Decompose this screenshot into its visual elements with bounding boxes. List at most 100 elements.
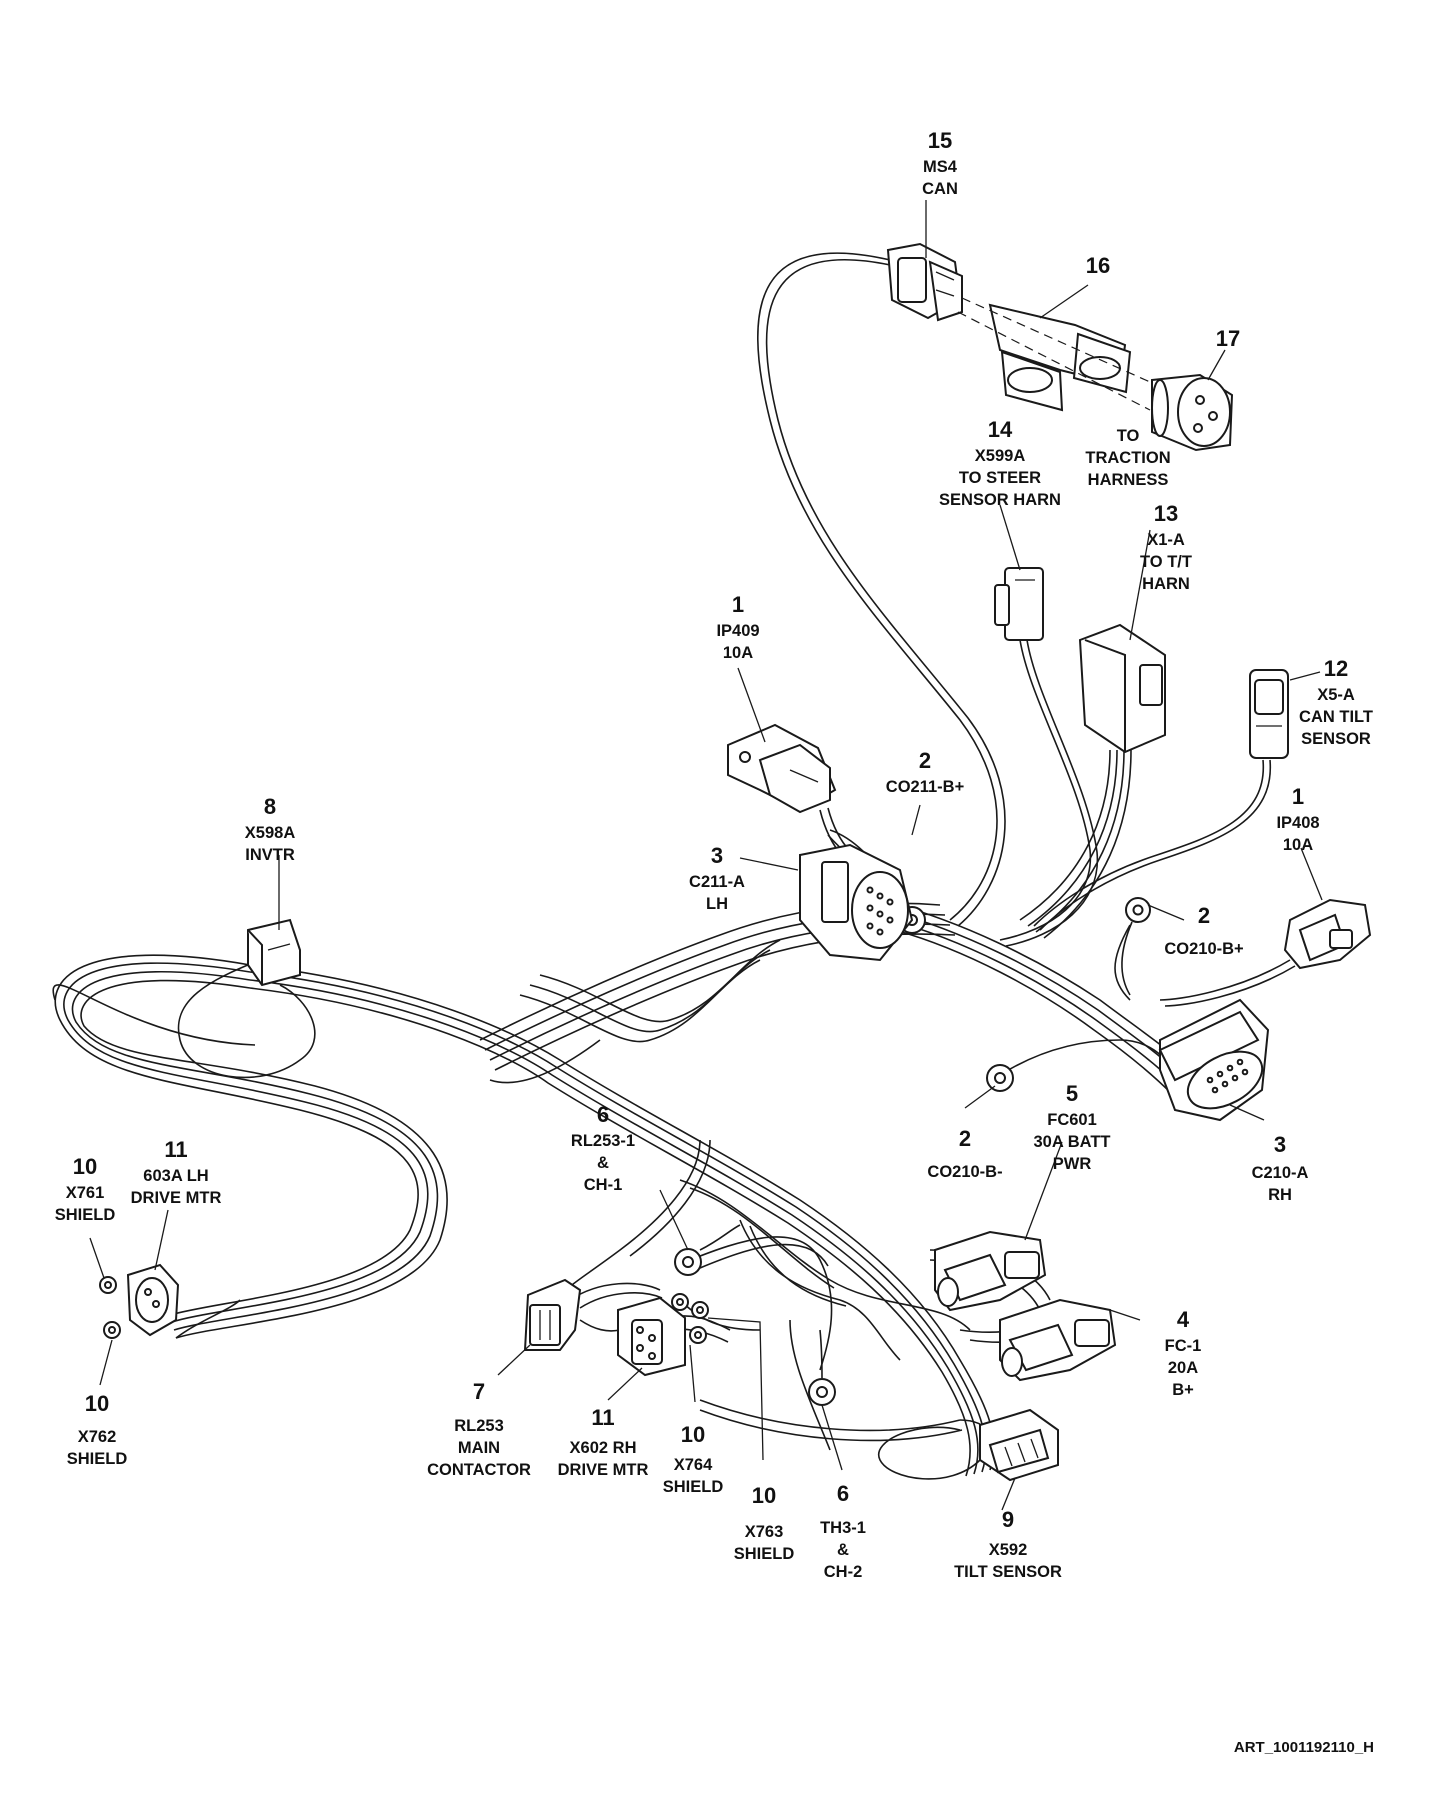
callout-1-ip409: 1 IP409 10A (716, 592, 759, 662)
callout-3-c211a-number: 3 (711, 843, 723, 868)
x599a-connector (994, 567, 1044, 641)
callout-14: 14 X599A TO STEER SENSOR HARN (939, 417, 1061, 509)
fc601-fuse-holder (934, 1230, 1047, 1312)
callout-2-co210-minus-number: 2 (959, 1126, 971, 1151)
callout-5: 5 FC601 30A BATT PWR (1033, 1081, 1110, 1173)
callout-12-number: 12 (1324, 656, 1348, 681)
callout-11-603a-line-2: DRIVE MTR (131, 1189, 222, 1207)
callout-6-th3-1-line-1: TH3-1 (820, 1519, 866, 1537)
callout-7: 7 RL253 MAIN CONTACTOR (427, 1379, 531, 1479)
callout-2-co211-number: 2 (919, 748, 931, 773)
callout-12-line-3: SENSOR (1301, 730, 1371, 748)
callout-to-traction-harness: TO TRACTION HARNESS (1085, 427, 1170, 489)
callout-10-x761-line-2: SHIELD (55, 1206, 116, 1224)
callout-3-c210a-line-1: C210-A (1252, 1164, 1309, 1182)
harness-wires (52, 252, 1296, 1480)
callout-17: 17 (1216, 326, 1240, 351)
to-traction-line-3: HARNESS (1088, 471, 1169, 489)
callout-1-ip409-line-2: 10A (723, 644, 753, 662)
callout-3-c211a-line-2: LH (706, 895, 728, 913)
callout-16-number: 16 (1086, 253, 1110, 278)
callout-6-rl253-1-line-3: CH-1 (584, 1176, 623, 1194)
callout-14-line-1: X599A (975, 447, 1026, 465)
callout-1-ip408-line-1: IP408 (1276, 814, 1319, 832)
fc1-fuse-holder (999, 1298, 1117, 1382)
callout-11-x602-line-2: DRIVE MTR (558, 1461, 649, 1479)
art-identifier: ART_1001192110_H (1234, 1739, 1374, 1756)
callout-8-number: 8 (264, 794, 276, 819)
ip408-fuse-holder (1283, 898, 1372, 970)
callout-15-number: 15 (928, 128, 952, 153)
three-pin-receptacle (1151, 373, 1234, 452)
callout-14-number: 14 (988, 417, 1013, 442)
603a-lh-drive-motor-connector (126, 1263, 180, 1337)
callout-3-c211a-line-1: C211-A (689, 873, 745, 891)
x602-side-terminal (671, 1293, 689, 1311)
co210-b-minus-ring-terminal (986, 1064, 1014, 1092)
callout-8-line-1: X598A (245, 824, 296, 842)
callout-10-x764: 10 X764 SHIELD (663, 1422, 724, 1496)
ms4-can-connector (886, 242, 963, 322)
callout-15-line-2: CAN (922, 180, 958, 198)
x762-shield-terminal (103, 1321, 121, 1339)
x1a-connector (1078, 623, 1166, 754)
callout-2-co210-minus-line-1: CO210-B- (927, 1163, 1002, 1181)
x602-rh-drive-motor-connector (617, 1296, 686, 1377)
callout-2-co210-minus: 2 CO210-B- (927, 1126, 1002, 1181)
c210a-connector (1158, 998, 1270, 1122)
callout-10-x763-line-2: SHIELD (734, 1545, 795, 1563)
callout-3-c210a-line-2: RH (1268, 1186, 1292, 1204)
callout-2-co211: 2 CO211-B+ (886, 748, 964, 796)
callout-11-603a-number: 11 (164, 1137, 187, 1162)
callout-13-line-3: HARN (1142, 575, 1190, 593)
callout-11-603a: 11 603A LH DRIVE MTR (131, 1137, 222, 1207)
c210a-pins (1206, 1058, 1249, 1094)
callout-10-x764-number: 10 (681, 1422, 705, 1447)
callout-12-line-1: X5-A (1317, 686, 1355, 704)
callout-14-line-3: SENSOR HARN (939, 491, 1061, 509)
callout-6-th3-1-number: 6 (837, 1481, 849, 1506)
callout-4-number: 4 (1177, 1307, 1190, 1332)
callout-8-line-2: INVTR (245, 846, 295, 864)
callout-9-number: 9 (1002, 1507, 1014, 1532)
callout-10-x761-line-1: X761 (66, 1184, 105, 1202)
callout-9-line-1: X592 (989, 1541, 1028, 1559)
x598a-connector (247, 918, 301, 987)
callout-11-x602-line-1: X602 RH (570, 1439, 637, 1457)
callout-5-line-1: FC601 (1047, 1111, 1097, 1129)
callout-2-co210-plus: 2 CO210-B+ (1164, 903, 1243, 958)
x592-tilt-sensor-connector (979, 1408, 1059, 1482)
callout-13-line-2: TO T/T (1140, 553, 1192, 571)
callout-4-line-3: B+ (1172, 1381, 1194, 1399)
ip409-fuse-holder (727, 723, 837, 814)
callout-6-rl253-1-line-1: RL253-1 (571, 1132, 635, 1150)
callout-6-rl253-1: 6 RL253-1 & CH-1 (571, 1102, 635, 1194)
callout-6-rl253-1-number: 6 (597, 1102, 609, 1127)
to-traction-line-2: TRACTION (1085, 449, 1170, 467)
callout-10-x762-line-1: X762 (78, 1428, 117, 1446)
callout-4-line-2: 20A (1168, 1359, 1198, 1377)
x761-shield-terminal (99, 1276, 117, 1294)
to-traction-line-1: TO (1117, 427, 1140, 445)
x5a-connector (1249, 669, 1289, 759)
callout-12-line-2: CAN TILT (1299, 708, 1373, 726)
callout-2-co211-line-1: CO211-B+ (886, 778, 964, 796)
callout-10-x763-line-1: X763 (745, 1523, 784, 1541)
callout-10-x764-line-2: SHIELD (663, 1478, 724, 1496)
callout-1-ip408: 1 IP408 10A (1276, 784, 1319, 854)
callout-3-c210a: 3 C210-A RH (1252, 1132, 1309, 1204)
rl253-main-contactor-plug (523, 1278, 582, 1351)
callout-10-x762: 10 X762 SHIELD (67, 1391, 128, 1468)
callout-6-th3-1: 6 TH3-1 & CH-2 (820, 1481, 866, 1581)
callout-10-x762-number: 10 (85, 1391, 109, 1416)
callout-1-ip409-line-1: IP409 (716, 622, 759, 640)
callout-1-ip408-number: 1 (1292, 784, 1304, 809)
callout-5-line-3: PWR (1053, 1155, 1092, 1173)
callout-13: 13 X1-A TO T/T HARN (1140, 501, 1192, 593)
callout-7-line-1: RL253 (454, 1417, 504, 1435)
callout-13-line-1: X1-A (1147, 531, 1185, 549)
wedge-lock-clip (988, 303, 1132, 412)
callout-17-number: 17 (1216, 326, 1240, 351)
callout-16: 16 (1086, 253, 1110, 278)
